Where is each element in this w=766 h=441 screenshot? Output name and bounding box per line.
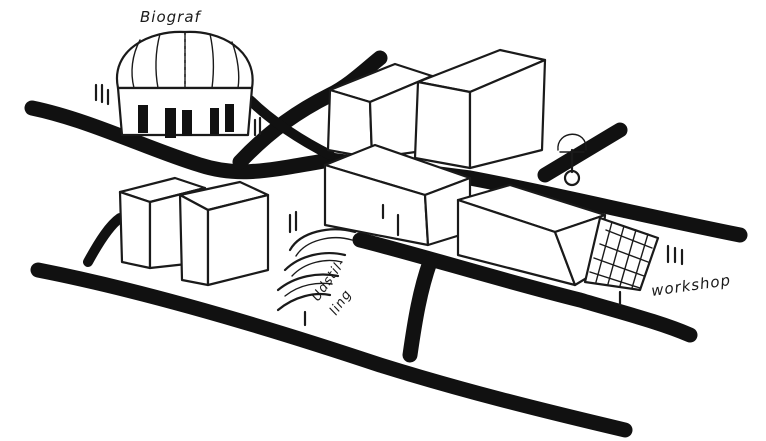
label-udstilling-2: ling xyxy=(327,287,355,318)
label-workshop: workshop xyxy=(650,271,732,300)
building-back-right xyxy=(415,50,545,168)
label-biograf: Biograf xyxy=(140,8,203,26)
building-left-2 xyxy=(180,182,268,285)
road-left-connector xyxy=(88,218,120,262)
road-cross-down xyxy=(410,262,430,355)
dome-building xyxy=(117,32,253,138)
